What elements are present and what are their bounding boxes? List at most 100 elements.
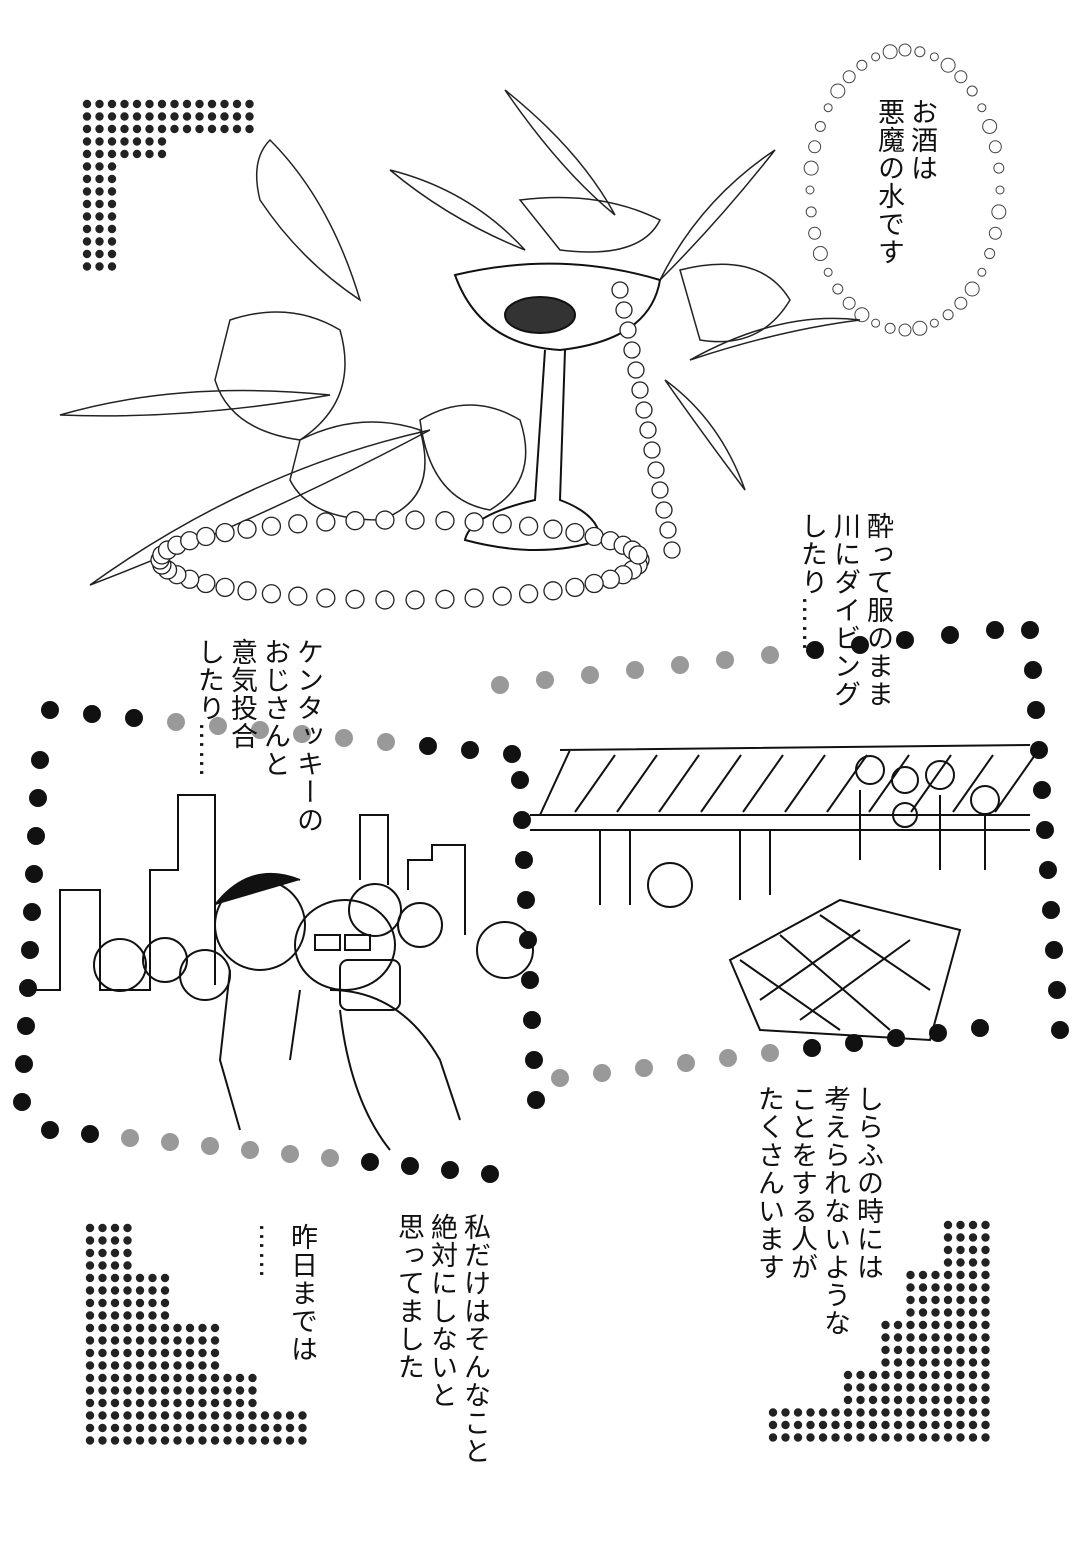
screen-dot [968,1270,978,1280]
panel-border-dot [525,1051,543,1069]
screen-dot [135,1273,145,1283]
screen-dot [981,1395,990,1405]
screen-dot [123,1386,132,1395]
pearl-speech-bubble [803,43,1007,337]
screen-dot [110,1411,120,1420]
screen-dot [968,1433,978,1442]
screen-dot [110,1323,120,1333]
pearl-bubble-dot [988,140,1002,154]
screen-dot [235,1398,245,1408]
screen-dot [148,1436,157,1445]
screen-dot [223,1398,232,1408]
screen-dot [968,1370,978,1380]
screen-dot [82,149,92,159]
screen-dot [82,99,92,109]
screen-dot [148,1323,157,1333]
panel-border-dot [125,709,143,727]
screen-dot [968,1420,978,1430]
pearl-bubble-dot [854,307,870,323]
caption-until-yesterday: 昨日までは …… [252,1223,318,1363]
screen-dot [956,1308,965,1317]
screen-dot [943,1395,953,1405]
screen-dot [110,1298,120,1308]
screen-dot [160,1286,170,1295]
screen-dot [123,1323,132,1333]
screen-dot [931,1295,940,1305]
screen-dot [918,1320,928,1330]
pearl-bubble-dot [803,160,819,176]
pearl [615,301,633,319]
cocktail-glass [453,262,662,551]
screen-dot [198,1386,207,1395]
screen-dot [918,1383,928,1392]
screen-dot [943,1408,953,1417]
screen-dot [781,1420,790,1430]
screen-dot [918,1283,928,1292]
screen-dot [107,224,117,234]
pearl [600,569,620,589]
screen-dot [943,1420,953,1430]
screen-dot [918,1408,928,1417]
panel-border-dot [419,737,437,755]
panel-border-dot [41,701,59,719]
screen-dot [273,1423,282,1433]
screen-dot [173,1323,182,1333]
screen-dot [132,112,142,121]
screen-dot [210,1398,220,1408]
screen-dot [232,112,242,121]
orchid-illustration [59,89,861,586]
dot-patterns [13,99,1069,1445]
screen-dot [968,1358,978,1367]
screen-dot [95,137,104,146]
panel-border-dot [1021,621,1039,639]
screen-dot [107,162,117,171]
pearl-bubble-dot [832,283,844,295]
screen-dot [160,1311,170,1320]
caption-line: 思ってました [393,1213,424,1381]
screen-dot [793,1408,803,1417]
screen-dot [173,1348,182,1358]
screen-dot [123,1236,132,1245]
panel-border-dot [761,646,779,664]
panel-border-dot [515,851,533,869]
screen-dot [210,1423,220,1433]
screen-dot [110,1348,120,1358]
screen-dot [273,1411,282,1420]
screen-dot [868,1420,878,1430]
screen-dot [185,1398,195,1408]
screen-dot [123,1348,132,1358]
screen-dot [235,1436,245,1445]
screen-dot [82,162,92,171]
screen-dot [85,1336,95,1345]
pearl-bubble-dot [871,52,881,62]
screen-dot [843,1433,853,1442]
screen-dot [223,1411,232,1420]
panel-border-dot [321,1149,339,1167]
screen-dot [135,1348,145,1358]
screen-dot [893,1370,903,1380]
screen-dot [956,1358,965,1367]
screen-dot [107,237,117,246]
pearl-bubble-dot [940,57,956,73]
panel-border-dot [241,1141,259,1159]
screen-dot [956,1395,965,1405]
panel-border-dot [503,745,521,763]
pearl-bubble-dot [942,309,954,321]
screen-dot [173,1336,182,1345]
panel-border-dot [1042,901,1060,919]
screen-dot [123,1223,132,1233]
screen-dot [968,1245,978,1255]
panel-border-dot [523,1011,541,1029]
screen-dot [157,124,167,134]
caption-line: たくさんいます [753,1085,784,1281]
pearl [405,590,425,610]
screen-dot [931,1395,940,1405]
screen-dot [968,1283,978,1292]
pearl [611,281,629,299]
panel-border-dot [1045,941,1063,959]
screen-dot [107,199,117,209]
screen-dot [195,112,204,121]
screen-dot [843,1395,853,1405]
caption-kentucky: ケンタッキーの おじさんと 意気投合 したり…… [192,638,324,834]
panel-border-dot [1048,981,1066,999]
